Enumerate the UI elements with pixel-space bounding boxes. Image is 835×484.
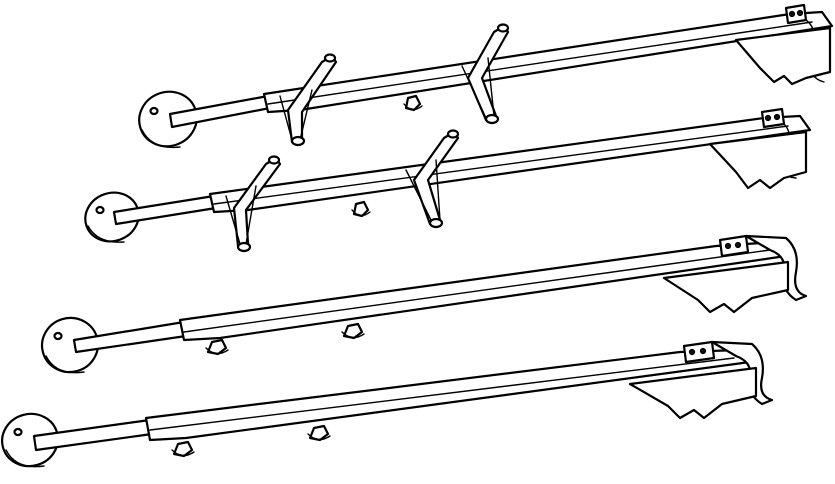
mounting-disc-4 — [1, 412, 59, 468]
support-bracket-2b — [405, 129, 460, 229]
end-cap-3 — [718, 234, 808, 302]
clip-3b — [341, 322, 365, 340]
clip-2 — [351, 200, 371, 218]
clip-4b — [307, 424, 331, 442]
assembly-2 — [84, 107, 812, 253]
assembly-4 — [1, 340, 774, 468]
support-bracket-2a — [225, 155, 282, 253]
support-bracket-1b — [461, 23, 510, 125]
end-plate-2 — [708, 130, 808, 190]
clip-3a — [205, 338, 229, 356]
support-bracket-1a — [279, 53, 338, 147]
end-plate-4 — [628, 366, 758, 420]
end-plate-3 — [662, 260, 790, 314]
end-plate-1 — [734, 26, 832, 86]
assembly-1 — [138, 3, 834, 149]
clip-4a — [171, 440, 195, 458]
assembly-3 — [40, 234, 808, 374]
clip-1 — [403, 94, 423, 112]
